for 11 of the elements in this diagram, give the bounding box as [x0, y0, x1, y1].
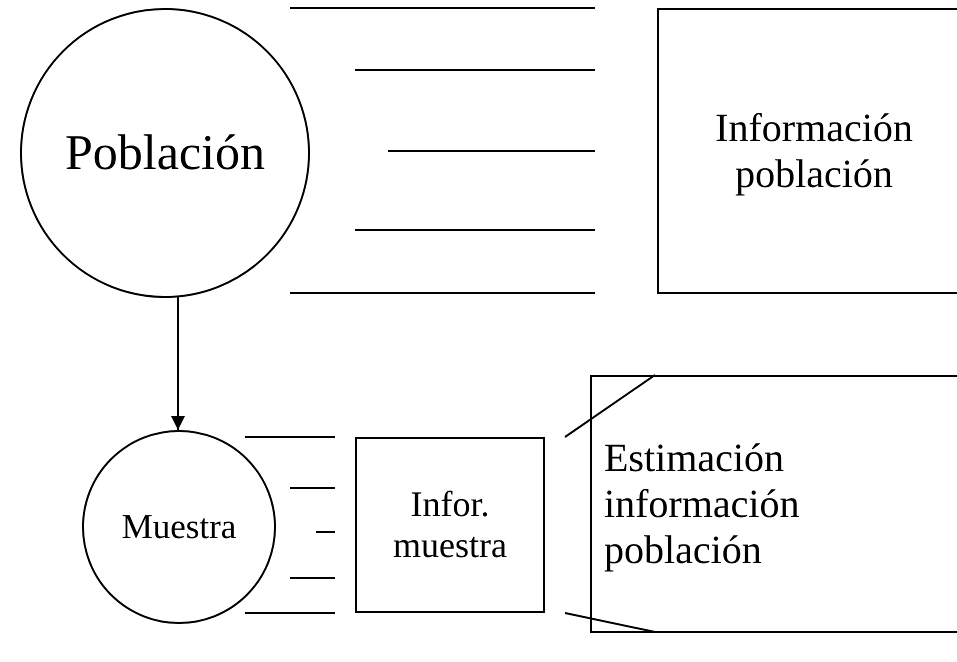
node-label: Muestra — [122, 506, 236, 548]
rectangle-box — [590, 375, 957, 633]
circle-node — [82, 430, 276, 624]
rectangle-box — [657, 8, 957, 294]
arrow — [171, 297, 185, 430]
circle-node — [20, 8, 310, 298]
node-label: Estimación información población — [604, 435, 800, 573]
node-label: Población — [65, 124, 265, 182]
node-label: Infor. muestra — [392, 484, 508, 566]
node-label: Información población — [714, 105, 914, 197]
rectangle-box — [355, 437, 545, 613]
